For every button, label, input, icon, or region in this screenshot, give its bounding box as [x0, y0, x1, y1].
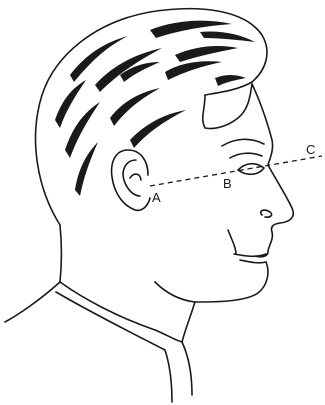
neck-front	[182, 302, 195, 342]
shoulder-back	[5, 282, 60, 322]
reference-dashed-line	[150, 156, 322, 186]
hair-strands	[55, 21, 255, 196]
ear-outline	[112, 150, 150, 210]
eye-crease	[230, 153, 262, 158]
nose-profile	[252, 84, 293, 232]
cheek-line	[228, 230, 236, 254]
eyebrow	[222, 139, 264, 146]
ear-inner	[123, 160, 141, 196]
point-label-b: B	[223, 176, 232, 191]
point-label-c: C	[306, 142, 315, 157]
chin-jaw	[155, 262, 268, 302]
neck-back	[60, 225, 62, 282]
point-label-a: A	[152, 190, 161, 205]
nostril	[261, 210, 272, 217]
collar	[60, 282, 192, 395]
lapel-line	[56, 292, 172, 402]
mouth-lips	[234, 232, 272, 263]
